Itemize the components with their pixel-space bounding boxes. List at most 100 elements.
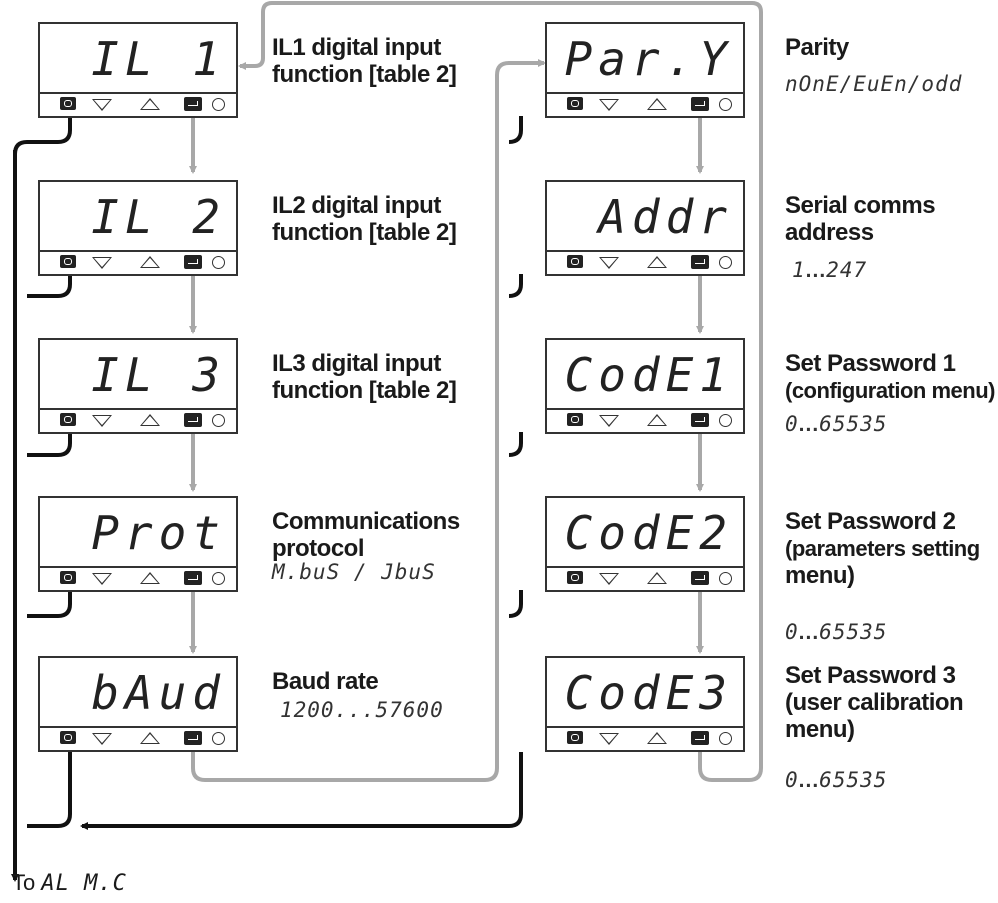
- label-line: Set Password 3: [785, 662, 956, 689]
- lcd-text: Prot: [91, 506, 226, 560]
- down-arrow-key-icon[interactable]: [599, 99, 619, 111]
- down-arrow-key-icon[interactable]: [599, 257, 619, 269]
- label-code2: Set Password 2 (parameters setting menu): [785, 508, 980, 589]
- up-arrow-key-icon[interactable]: [140, 256, 160, 268]
- up-arrow-key-icon[interactable]: [140, 98, 160, 110]
- enter-key-icon[interactable]: [691, 97, 709, 111]
- range-separator: ...: [798, 413, 820, 436]
- display-code1: CodE1: [545, 338, 745, 434]
- label-line: IL1 digital input: [272, 34, 441, 61]
- up-arrow-key-icon[interactable]: [647, 414, 667, 426]
- label-line: function [table 2]: [272, 377, 457, 404]
- function-key-icon[interactable]: [567, 255, 583, 268]
- down-arrow-key-icon[interactable]: [92, 415, 112, 427]
- range-separator: ...: [805, 259, 827, 282]
- display-il2: IL 2: [38, 180, 238, 276]
- lcd-text: CodE3: [564, 666, 733, 720]
- label-line: function [table 2]: [272, 219, 457, 246]
- label-line: IL3 digital input: [272, 350, 441, 377]
- status-led-icon: [719, 256, 732, 269]
- status-led-icon: [212, 98, 225, 111]
- up-arrow-key-icon[interactable]: [647, 572, 667, 584]
- display-code2: CodE2: [545, 496, 745, 592]
- keypad: [40, 252, 236, 274]
- label-il2: IL2 digital input function [table 2]: [272, 192, 457, 246]
- range-separator: ...: [798, 769, 820, 792]
- label-line: Set Password 2: [785, 508, 956, 535]
- lcd-screen: CodE1: [547, 340, 743, 410]
- lcd-screen: Addr: [547, 182, 743, 252]
- label-line: Serial comms: [785, 192, 936, 219]
- lcd-text: IL 3: [91, 348, 226, 402]
- status-led-icon: [719, 414, 732, 427]
- function-key-icon[interactable]: [60, 255, 76, 268]
- enter-key-icon[interactable]: [184, 413, 202, 427]
- function-key-icon[interactable]: [567, 97, 583, 110]
- function-key-icon[interactable]: [60, 731, 76, 744]
- lcd-screen: Prot: [40, 498, 236, 568]
- enter-key-icon[interactable]: [691, 571, 709, 585]
- keypad: [40, 410, 236, 432]
- lcd-text: CodE1: [564, 348, 733, 402]
- function-key-icon[interactable]: [60, 97, 76, 110]
- up-arrow-key-icon[interactable]: [647, 98, 667, 110]
- lcd-screen: IL 3: [40, 340, 236, 410]
- footer-target: AL M.C: [41, 871, 127, 896]
- label-line: Baud rate: [272, 668, 379, 695]
- up-arrow-key-icon[interactable]: [647, 732, 667, 744]
- enter-key-icon[interactable]: [184, 255, 202, 269]
- label-line: (configuration menu): [785, 378, 995, 403]
- display-il3: IL 3: [38, 338, 238, 434]
- status-led-icon: [719, 572, 732, 585]
- enter-key-icon[interactable]: [691, 413, 709, 427]
- function-key-icon[interactable]: [60, 413, 76, 426]
- status-led-icon: [212, 572, 225, 585]
- keypad: [547, 410, 743, 432]
- range-baud: 1200...57600: [280, 698, 444, 722]
- enter-key-icon[interactable]: [184, 97, 202, 111]
- down-arrow-key-icon[interactable]: [599, 573, 619, 585]
- label-addr: Serial comms address: [785, 192, 936, 246]
- function-key-icon[interactable]: [567, 571, 583, 584]
- label-prot: Communications protocol: [272, 508, 460, 562]
- keypad: [40, 94, 236, 116]
- up-arrow-key-icon[interactable]: [140, 572, 160, 584]
- footer-destination: To AL M.C: [12, 870, 127, 896]
- display-baud: bAud: [38, 656, 238, 752]
- enter-key-icon[interactable]: [691, 255, 709, 269]
- enter-key-icon[interactable]: [184, 571, 202, 585]
- lcd-screen: CodE3: [547, 658, 743, 728]
- enter-key-icon[interactable]: [184, 731, 202, 745]
- label-il1: IL1 digital input function [table 2]: [272, 34, 457, 88]
- range-min: 0: [785, 412, 799, 436]
- label-line: protocol: [272, 535, 364, 562]
- range-parity: nOnE/EuEn/odd: [785, 72, 963, 96]
- function-key-icon[interactable]: [567, 413, 583, 426]
- label-line: Parity: [785, 34, 849, 61]
- label-line: (parameters setting: [785, 536, 980, 561]
- down-arrow-key-icon[interactable]: [599, 733, 619, 745]
- up-arrow-key-icon[interactable]: [647, 256, 667, 268]
- down-arrow-key-icon[interactable]: [599, 415, 619, 427]
- function-key-icon[interactable]: [60, 571, 76, 584]
- display-code3: CodE3: [545, 656, 745, 752]
- status-led-icon: [719, 732, 732, 745]
- lcd-screen: bAud: [40, 658, 236, 728]
- enter-key-icon[interactable]: [691, 731, 709, 745]
- lcd-text: IL 2: [91, 190, 226, 244]
- range-code2: 0...65535: [785, 620, 887, 645]
- lcd-screen: CodE2: [547, 498, 743, 568]
- down-arrow-key-icon[interactable]: [92, 257, 112, 269]
- down-arrow-key-icon[interactable]: [92, 99, 112, 111]
- lcd-screen: IL 2: [40, 182, 236, 252]
- display-addr: Addr: [545, 180, 745, 276]
- down-arrow-key-icon[interactable]: [92, 733, 112, 745]
- up-arrow-key-icon[interactable]: [140, 414, 160, 426]
- lcd-text: Addr: [598, 190, 733, 244]
- function-key-icon[interactable]: [567, 731, 583, 744]
- label-line: IL2 digital input: [272, 192, 441, 219]
- down-arrow-key-icon[interactable]: [92, 573, 112, 585]
- up-arrow-key-icon[interactable]: [140, 732, 160, 744]
- lcd-text: CodE2: [564, 506, 733, 560]
- range-code3: 0...65535: [785, 768, 887, 793]
